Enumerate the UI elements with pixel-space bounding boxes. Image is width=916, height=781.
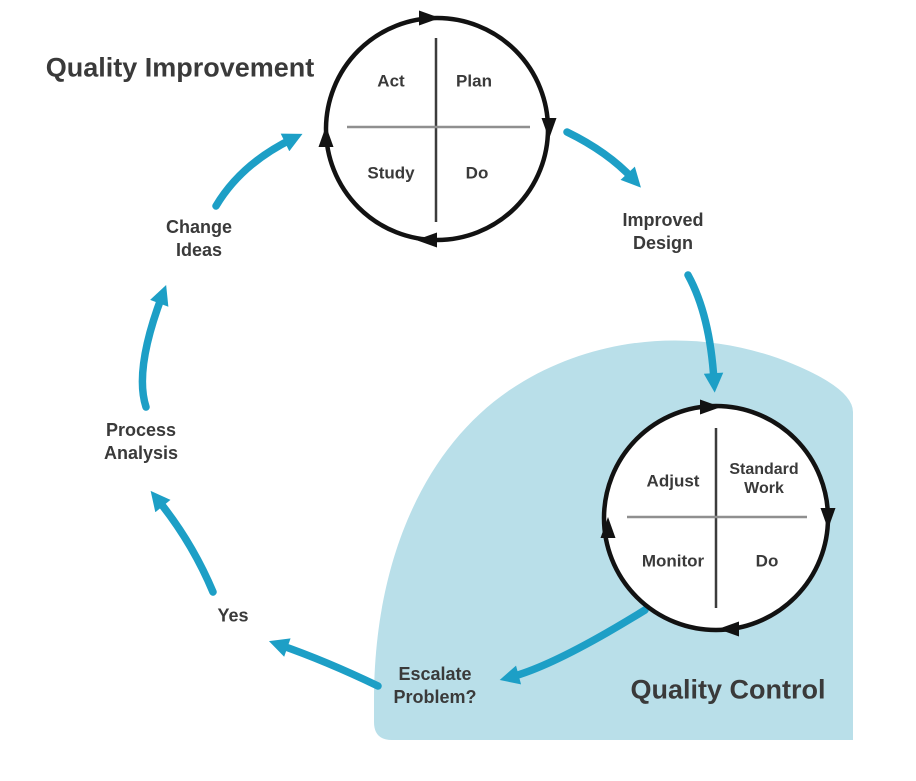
cycle-arrowhead-left <box>600 517 616 538</box>
quadrant-study: Study <box>367 163 415 183</box>
node-process-analysis: Process Analysis <box>104 419 178 465</box>
node-improved-design: Improved Design <box>622 209 703 255</box>
arrow-escalate-problem-to-yes <box>268 638 382 690</box>
node-escalate-problem-line1: Escalate <box>398 664 472 684</box>
cycle-arrowhead-top <box>419 10 440 26</box>
arrow-process-analysis-to-change-ideas <box>138 285 169 411</box>
quadrant-standard-work: Standard Work <box>729 460 798 498</box>
control-cycle <box>600 399 836 637</box>
arrow-change-ideas-to-improvement-cycle <box>212 133 303 210</box>
arrow-yes-to-process-analysis <box>150 490 217 596</box>
cycle-arrowhead-bottom <box>718 621 739 637</box>
node-escalate-problem-line2: Problem? <box>393 687 477 707</box>
cycle-arrowhead-right <box>820 508 836 529</box>
cycle-arrowhead-bottom <box>416 232 437 248</box>
node-process-analysis-line2: Analysis <box>103 443 179 463</box>
quadrant-monitor: Monitor <box>641 551 705 571</box>
quadrant-standard-work-line2: Work <box>744 480 784 497</box>
cycle-arrowhead-left <box>318 126 334 147</box>
quadrant-standard-work-line1: Standard <box>729 461 799 478</box>
cycle-arrowhead-right <box>541 118 557 139</box>
node-improved-design-line1: Improved <box>622 210 704 230</box>
quadrant-adjust: Adjust <box>646 471 700 491</box>
quadrant-do: Do <box>465 163 489 183</box>
node-yes: Yes <box>217 605 249 626</box>
node-change-ideas-line1: Change <box>165 217 233 237</box>
arrow-control-cycle-to-escalate-problem <box>499 606 649 685</box>
arrow-improved-design-to-control-cycle <box>684 271 724 393</box>
node-change-ideas: Change Ideas <box>166 216 232 262</box>
cycle-arrowhead-top <box>700 399 721 415</box>
node-improved-design-line2: Design <box>632 233 693 253</box>
quadrant-do-control: Do <box>755 551 779 571</box>
arrow-improvement-cycle-to-improved-design <box>563 128 641 188</box>
node-escalate-problem: Escalate Problem? <box>393 663 476 709</box>
quality-control-title: Quality Control <box>630 674 826 705</box>
quality-improvement-title: Quality Improvement <box>45 52 315 83</box>
quadrant-plan: Plan <box>456 71 492 91</box>
node-change-ideas-line2: Ideas <box>175 240 223 260</box>
quadrant-act: Act <box>377 71 405 91</box>
improvement-cycle <box>318 10 557 248</box>
node-process-analysis-line1: Process <box>105 420 177 440</box>
